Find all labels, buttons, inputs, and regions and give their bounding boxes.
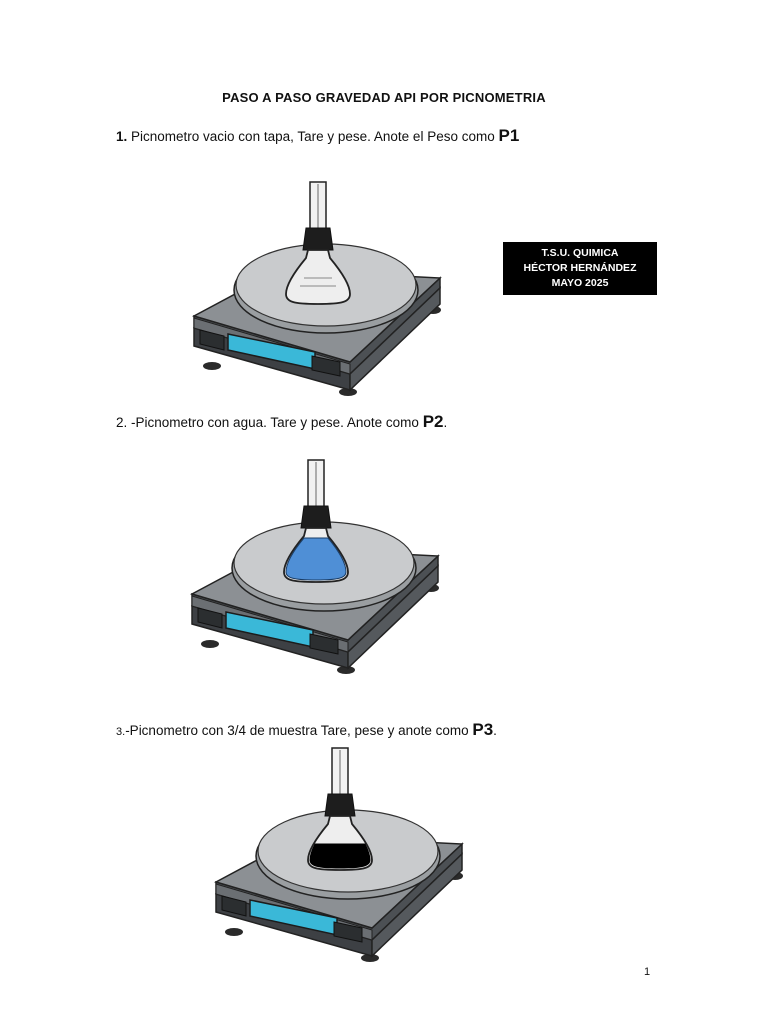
scale-button-right <box>311 355 341 377</box>
scale-foot <box>339 388 357 396</box>
step-1: 1. Picnometro vacio con tapa, Tare y pes… <box>116 126 519 146</box>
scale-foot <box>337 666 355 674</box>
balance-scale-sample-pycnometer <box>214 747 464 962</box>
pycnometer-stopper <box>302 227 334 251</box>
step-3-after: . <box>493 723 497 738</box>
step-2-text: -Picnometro con agua. Tare y pese. Anote… <box>127 415 423 430</box>
step-1-number: 1. <box>116 129 128 144</box>
pycnometer-stopper <box>300 505 332 529</box>
step-3-text: -Picnometro con 3/4 de muestra Tare, pes… <box>125 723 473 738</box>
scale-foot <box>203 362 221 370</box>
scale-button-right <box>309 633 339 655</box>
author-credit-box: T.S.U. QUIMICA HÉCTOR HERNÁNDEZ MAYO 202… <box>503 242 657 295</box>
pycnometer-flask <box>285 249 351 305</box>
scale-foot <box>225 928 243 936</box>
scale-right-lip <box>349 286 441 392</box>
scale-foot <box>361 954 379 962</box>
scale-right-lip <box>371 852 463 958</box>
scale-button-right <box>333 921 363 943</box>
scale-button-left <box>199 329 225 351</box>
scale-right-lip <box>347 564 439 670</box>
step-1-text: Picnometro vacio con tapa, Tare y pese. … <box>127 129 499 144</box>
balance-scale-water-pycnometer <box>190 459 440 674</box>
page-title: PASO A PASO GRAVEDAD API POR PICNOMETRIA <box>222 90 546 105</box>
page-number: 1 <box>644 966 651 978</box>
credit-line-2: HÉCTOR HERNÁNDEZ <box>523 262 637 274</box>
balance-scale-empty-pycnometer <box>192 181 442 396</box>
step-1-tag: P1 <box>498 126 520 145</box>
scale-button-left <box>197 607 223 629</box>
step-3-tag: P3 <box>472 720 494 739</box>
scale-button-left <box>221 895 247 917</box>
credit-line-1: T.S.U. QUIMICA <box>541 247 619 259</box>
step-2-after: . <box>443 415 448 430</box>
step-2-number: 2. <box>116 415 128 430</box>
scale-foot <box>201 640 219 648</box>
credit-line-3: MAYO 2025 <box>551 277 609 289</box>
pycnometer-water-fill <box>285 537 347 581</box>
step-3: 3.-Picnometro con 3/4 de muestra Tare, p… <box>116 720 497 740</box>
step-2: 2. -Picnometro con agua. Tare y pese. An… <box>116 412 447 432</box>
pycnometer-stopper <box>324 793 356 817</box>
step-2-tag: P2 <box>422 412 444 431</box>
pycnometer-sample-fill <box>309 843 371 869</box>
step-3-number: 3. <box>116 726 126 738</box>
